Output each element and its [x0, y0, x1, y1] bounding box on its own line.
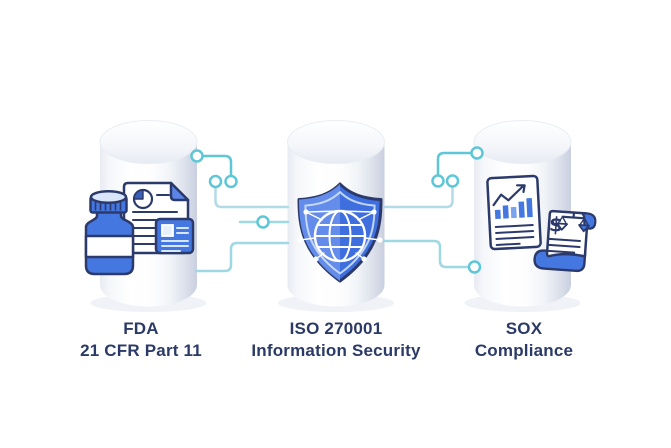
scale-icon — [556, 212, 590, 233]
pillar-label-line2: 21 CFR Part 11 — [80, 341, 202, 360]
circuit-lines-left — [190, 149, 290, 273]
dollar-icon: $ — [548, 212, 564, 237]
financial-scroll-icon: $ — [533, 209, 597, 273]
pillar-label-line1: SOX — [505, 319, 543, 338]
pillar-label-sox: SOX Compliance — [414, 318, 634, 362]
circuit-lines-right — [382, 146, 484, 274]
pillar-label-line2: Information Security — [251, 341, 421, 360]
security-shield-icon — [297, 182, 383, 283]
globe-network-icon — [297, 209, 383, 263]
bar-chart-document-icon — [486, 174, 542, 251]
id-card-icon — [154, 217, 195, 255]
pill-bottle-icon — [84, 189, 135, 276]
card-photo — [161, 224, 174, 237]
pillar-label-line1: ISO 270001 — [289, 319, 383, 338]
bar-chart-icon — [492, 184, 533, 219]
pillar-label-fda: FDA 21 CFR Part 11 — [31, 318, 251, 362]
pillar-label-iso: ISO 270001 Information Security — [226, 318, 446, 362]
pillar-label-line2: Compliance — [474, 341, 574, 360]
bottle-label — [84, 234, 135, 259]
pillar-label-line1: FDA — [123, 319, 159, 338]
arrow-up-icon — [516, 184, 526, 194]
